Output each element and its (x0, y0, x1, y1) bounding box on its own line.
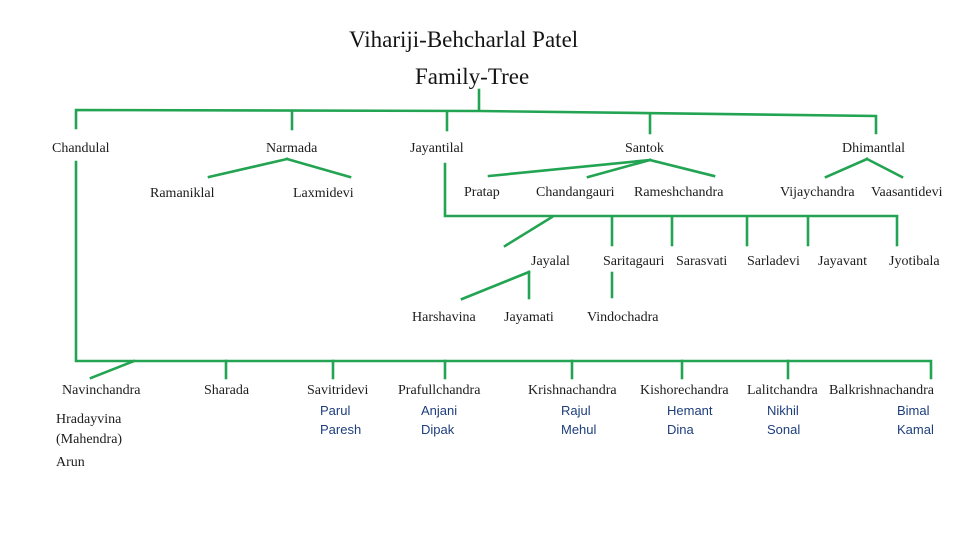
person-jayantilal: Jayantilal (410, 141, 464, 156)
person-savitridevi: Savitridevi (307, 383, 369, 398)
person-hemant: Hemant (667, 403, 713, 418)
person-harshavina: Harshavina (412, 310, 476, 325)
dhimantlal-to-vijaychandra (824, 157, 869, 179)
person-bimal: Bimal (897, 403, 930, 418)
person-nikhil: Nikhil (767, 403, 799, 418)
person-ramaniklal: Ramaniklal (150, 186, 215, 201)
person-mehul: Mehul (561, 422, 597, 437)
narmada-to-ramaniklal (207, 157, 289, 179)
diagram-title: Vihariji-Behcharlal Patel (349, 27, 579, 52)
person-prafullchandra: Prafullchandra (398, 383, 481, 398)
person-lalitchandra: Lalitchandra (747, 383, 818, 398)
santok-to-rameshchandra (648, 158, 716, 178)
person-chandangauri: Chandangauri (536, 185, 615, 200)
santok-to-pratap (487, 158, 652, 178)
person-vindochadra: Vindochadra (587, 310, 659, 325)
person-jayalal: Jayalal (531, 254, 570, 269)
person-kamal: Kamal (897, 422, 934, 437)
person-santok: Santok (625, 141, 664, 156)
person-narmada: Narmada (266, 141, 318, 156)
chandulal-children-bar (74, 160, 933, 380)
person-saritagauri: Saritagauri (603, 254, 665, 269)
person-rajul: Rajul (561, 403, 591, 418)
generation1-bar (74, 108, 878, 135)
person-kishorechandra: Kishorechandra (640, 383, 729, 398)
person-dina: Dina (667, 422, 694, 437)
person-arun: Arun (56, 455, 85, 470)
to-navinchandra (89, 359, 136, 380)
santok-to-chandangauri (586, 158, 652, 179)
jayalal-to-harshavina (460, 270, 531, 301)
person-jayavant: Jayavant (818, 254, 867, 269)
person-rameshchandra: Rameshchandra (634, 185, 724, 200)
to-jayalal (503, 215, 554, 248)
diagram-subtitle: Family-Tree (415, 64, 530, 89)
person-paresh: Paresh (320, 422, 362, 437)
person-parul: Parul (320, 403, 351, 418)
person-navinchandra: Navinchandra (62, 383, 141, 398)
person-hradayvina: Hradayvina (56, 412, 122, 427)
person-vaasantidevi: Vaasantidevi (871, 185, 943, 200)
person-jayamati: Jayamati (504, 310, 554, 325)
person-vijaychandra: Vijaychandra (780, 185, 855, 200)
narmada-to-laxmidevi (285, 157, 352, 179)
person-jyotibala: Jyotibala (889, 254, 940, 269)
person-sharada: Sharada (204, 383, 250, 398)
person-pratap: Pratap (464, 185, 500, 200)
person-chandulal: Chandulal (52, 141, 110, 156)
dhimantlal-to-vaasantidevi (865, 157, 904, 179)
person-sonal: Sonal (767, 422, 801, 437)
person-dhimantlal: Dhimantlal (842, 141, 905, 156)
person-laxmidevi: Laxmidevi (293, 186, 354, 201)
person-mahendra: (Mahendra) (56, 432, 123, 447)
person-krishnachandra: Krishnachandra (528, 383, 617, 398)
person-anjani: Anjani (421, 403, 458, 418)
person-sarasvati: Sarasvati (676, 254, 728, 269)
person-balkrishnachandra: Balkrishnachandra (829, 383, 934, 398)
person-sarladevi: Sarladevi (747, 254, 800, 269)
person-dipak: Dipak (421, 422, 455, 437)
